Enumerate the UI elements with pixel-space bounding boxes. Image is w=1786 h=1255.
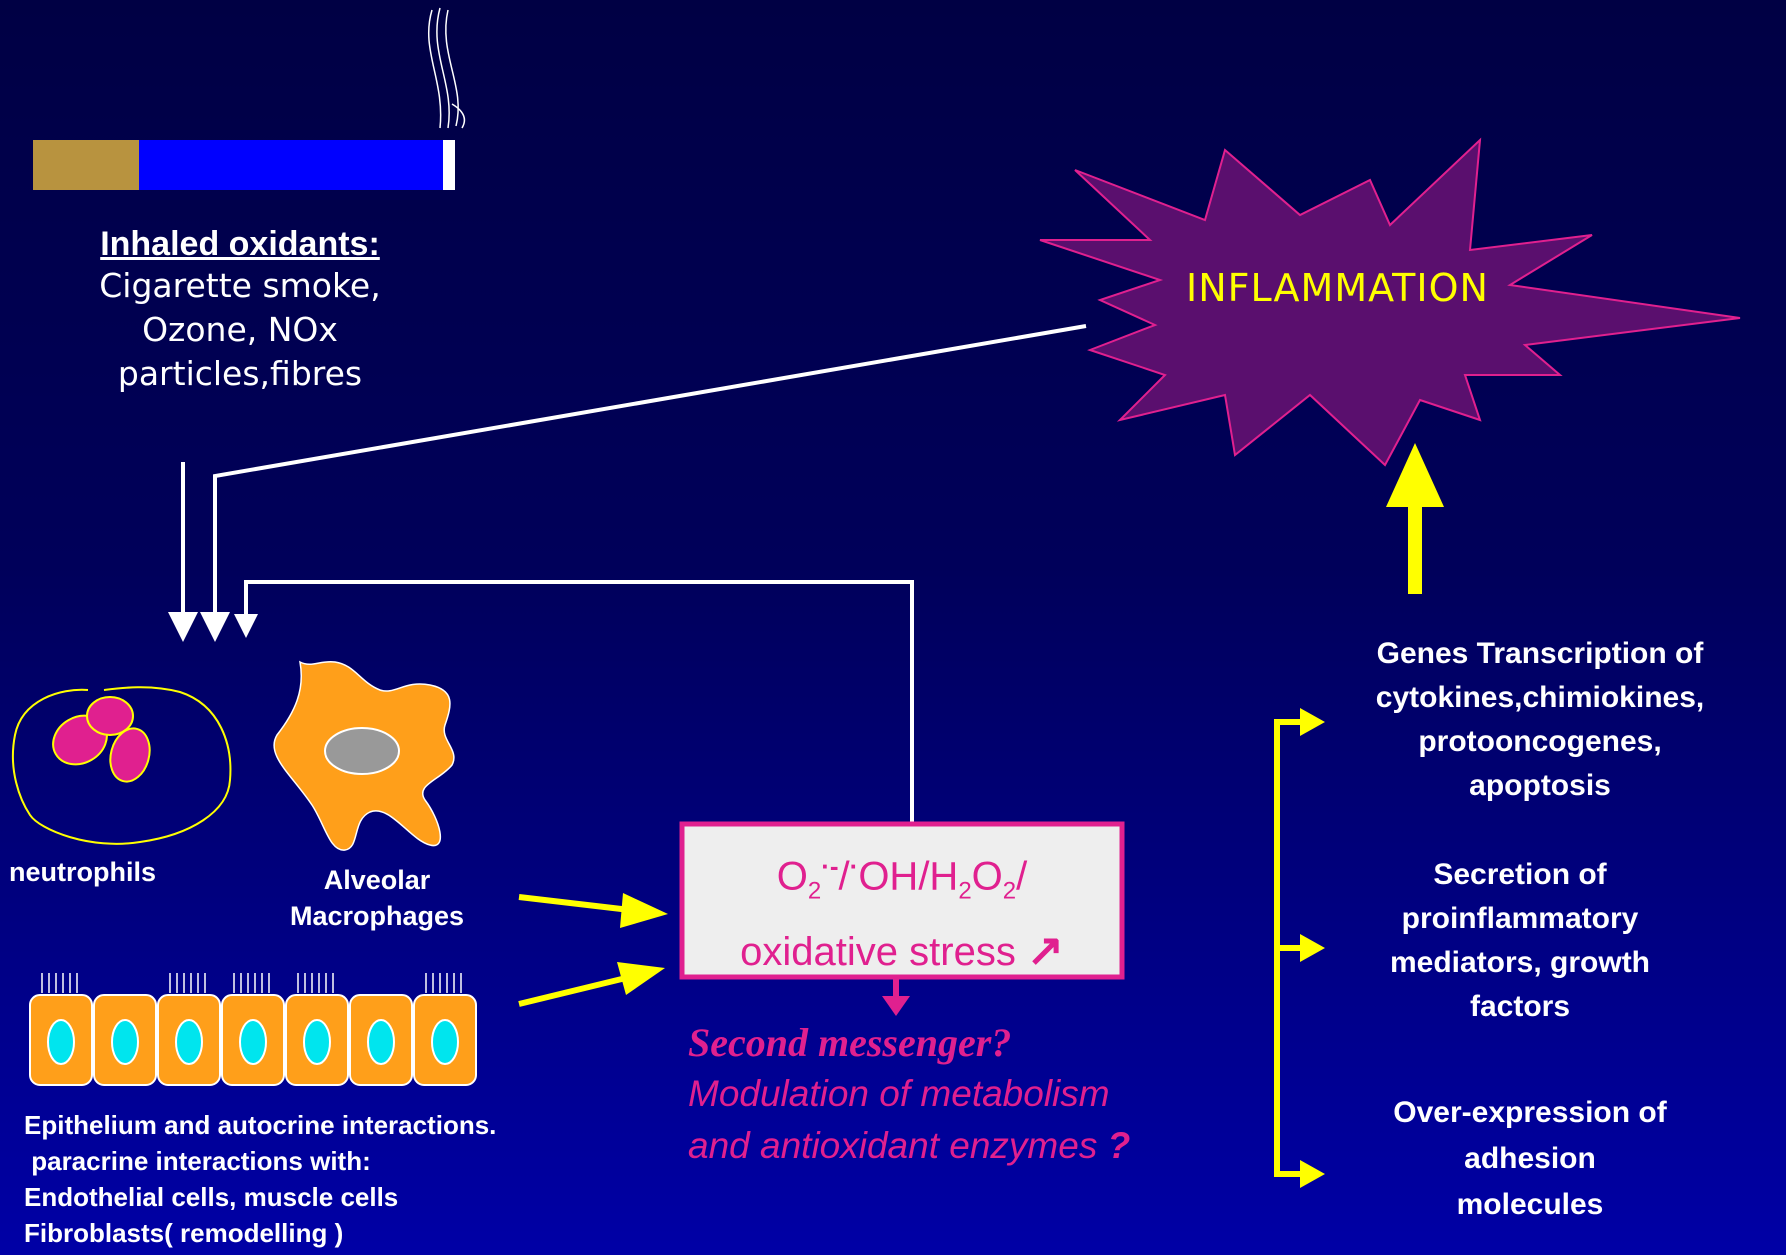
- outcome-line: proinflammatory: [1401, 902, 1639, 935]
- epithelium-line: Epithelium and autocrine interactions.: [24, 1110, 497, 1140]
- inhaled-oxidants-heading: Inhaled oxidants:: [100, 225, 380, 263]
- epithelium-line: paracrine interactions with:: [24, 1146, 371, 1176]
- second-messenger-title: Second messenger?: [688, 1020, 1012, 1065]
- macrophage-nucleus: [324, 727, 400, 775]
- inhaled-oxidants-block: Inhaled oxidants: Cigarette smoke, Ozone…: [30, 224, 450, 396]
- ros-formula: O2·-/·OH/H2O2/: [776, 851, 1028, 905]
- epithelium-line: Endothelial cells, muscle cells: [24, 1182, 399, 1212]
- arrowhead-inhaled: [168, 612, 198, 642]
- inflammation-burst: [1039, 137, 1741, 467]
- epithelial-nucleus: [111, 1019, 139, 1065]
- macrophages-label: Alveolar Macrophages: [272, 862, 482, 934]
- inhaled-oxidant-line: particles,fibres: [117, 354, 363, 393]
- epithelial-nucleus: [367, 1019, 395, 1065]
- cigarette-filter: [33, 140, 139, 190]
- oxidative-stress-text: O2·-/·OH/H2O2/ oxidative stress ↗: [682, 836, 1122, 982]
- neutrophil-nucleus: [86, 696, 134, 736]
- cigarette: [33, 7, 466, 190]
- second-messenger-line: Modulation of metabolism: [688, 1073, 1110, 1114]
- epithelial-nucleus: [175, 1019, 203, 1065]
- oxidative-feedback-line: [244, 580, 914, 824]
- cigarette-body: [139, 140, 443, 190]
- outcome-line: Genes Transcription of: [1376, 637, 1704, 670]
- outcome-line: Over-expression of: [1393, 1096, 1667, 1129]
- inhaled-oxidant-line: Ozone, NOx: [142, 310, 338, 349]
- outcome-line: adhesion: [1464, 1142, 1596, 1175]
- macrophage-cell: [273, 660, 455, 851]
- oxidative-stress-box: [679, 821, 1125, 980]
- neutrophil-cell: [11, 686, 232, 845]
- outcome-gene-transcription: Genes Transcription of cytokines,chimiok…: [1320, 632, 1760, 808]
- neutrophils-label: neutrophils: [9, 857, 156, 887]
- epithelial-nucleus: [239, 1019, 267, 1065]
- increase-arrow-icon: ↗: [1026, 926, 1064, 976]
- epithelium-cells: [29, 973, 477, 1086]
- cigarette-tip: [443, 140, 455, 190]
- smoke-icon: [428, 7, 466, 129]
- oxidative-stress-line: oxidative stress ↗: [740, 926, 1064, 976]
- outcome-line: protooncogenes,: [1418, 725, 1662, 758]
- second-messenger-line: and antioxidant enzymes ?: [688, 1125, 1131, 1166]
- outcome-adhesion: Over-expression of adhesion molecules: [1330, 1090, 1730, 1228]
- outcome-line: Secretion of: [1433, 858, 1607, 891]
- outcomes-to-inflammation-arrow: [1386, 443, 1444, 594]
- outcome-line: factors: [1469, 990, 1571, 1023]
- outcome-line: molecules: [1456, 1188, 1604, 1221]
- outcome-line: apoptosis: [1469, 769, 1611, 802]
- outcomes-bracket: [1274, 708, 1325, 1188]
- outcome-line: mediators, growth: [1389, 946, 1651, 979]
- arrowhead-oxidative: [234, 614, 258, 638]
- outcome-secretion: Secretion of proinflammatory mediators, …: [1330, 853, 1710, 1029]
- second-messenger-block: Second messenger? Modulation of metaboli…: [688, 1018, 1208, 1172]
- cell-to-stress-arrows: [518, 893, 668, 1007]
- macrophages-label-line: Macrophages: [289, 901, 465, 931]
- arrowhead-inflammation: [200, 612, 230, 642]
- epithelial-nucleus: [431, 1019, 459, 1065]
- inflammation-feedback-line: [213, 324, 1087, 615]
- macrophages-label-line: Alveolar: [323, 865, 431, 895]
- inhaled-oxidant-line: Cigarette smoke,: [99, 266, 381, 305]
- epithelium-caption: Epithelium and autocrine interactions. p…: [24, 1107, 496, 1251]
- stress-down-arrow: [882, 977, 910, 1016]
- epithelial-nucleus: [47, 1019, 75, 1065]
- epithelium-line: Fibroblasts( remodelling ): [24, 1218, 344, 1248]
- outcome-line: cytokines,chimiokines,: [1375, 681, 1705, 714]
- epithelial-nucleus: [303, 1019, 331, 1065]
- neutrophil-nucleus: [109, 727, 151, 783]
- inflammation-label: INFLAMMATION: [1186, 266, 1489, 310]
